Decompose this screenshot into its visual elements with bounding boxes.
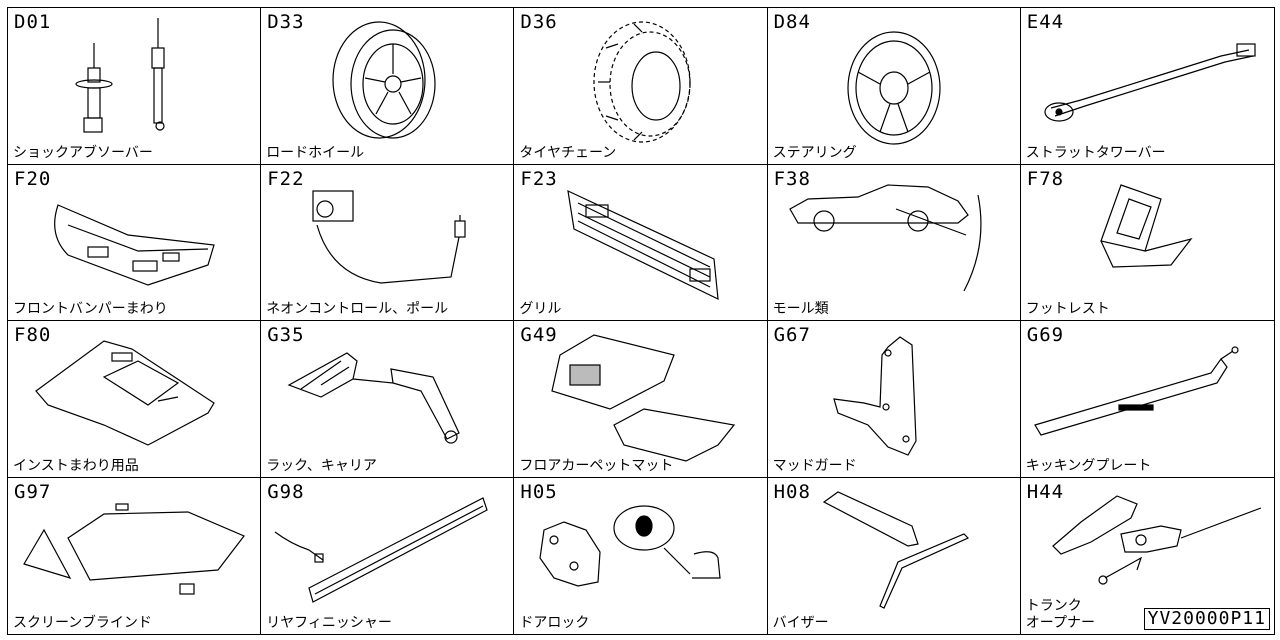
part-label: トランク オープナー [1025,598,1095,631]
part-code: F20 [14,167,52,190]
part-label: グリル [519,301,562,317]
molding-illustration [788,183,982,291]
part-cell-g97[interactable]: G97 スクリーンブラインド [8,477,262,634]
footrest-illustration [1100,183,1193,268]
tire-chain-illustration [593,21,691,143]
part-label: マッドガード [772,457,857,474]
part-cell-e44[interactable]: E44 ストラットタワーバー [1020,8,1274,165]
part-cell-d01[interactable]: D01 ショックアブソーバー [8,8,262,165]
part-code: G49 [520,324,558,346]
kicking-plate-illustration [1033,346,1239,436]
part-code: G67 [773,324,811,346]
part-code: H08 [773,480,811,503]
part-label: インストまわり用品 [13,457,139,474]
part-cell-h05[interactable]: H05 ドアロック [514,477,768,634]
part-label: フロアカーペットマット [519,457,674,474]
part-label: フロントバンパーまわり [13,301,168,317]
part-code: D84 [773,11,811,33]
part-code: H05 [520,480,558,503]
part-code: G97 [14,480,52,503]
part-label: スクリーンブラインド [13,615,152,631]
reference-code: YV20000P11 [1143,608,1270,630]
part-cell-g69[interactable]: G69 キッキングプレート [1020,321,1274,478]
floor-mat-illustration [551,334,736,462]
part-label: ロードホイール [266,144,365,161]
part-label: タイヤチェーン [519,144,617,161]
part-cell-f23[interactable]: F23 グリル [514,164,768,321]
part-label: リヤフィニッシャー [266,615,392,631]
part-label: ネオンコントロール、ポール [266,301,449,317]
road-wheel-illustration [332,21,436,139]
visor-illustration [822,490,969,609]
part-label: フットレスト [1025,301,1110,317]
part-code: F78 [1026,167,1065,190]
part-cell-d36[interactable]: D36 タイヤチェーン [514,8,768,165]
part-label: ストラットタワーバー [1025,144,1166,161]
part-cell-d33[interactable]: D33 ロードホイール [261,8,515,165]
part-cell-f20[interactable]: F20 フロントバンパーまわり [8,164,262,321]
neon-control-pole-illustration [312,189,466,284]
screen-blind-illustration [23,502,245,595]
door-lock-illustration [539,504,722,587]
part-code: D33 [267,11,305,33]
front-bumper-illustration [54,203,215,286]
part-cell-f80[interactable]: F80 インストまわり用品 [8,321,262,478]
part-code: H44 [1026,480,1065,503]
part-cell-f22[interactable]: F22 ネオンコントロール、ポール [261,164,515,321]
part-cell-h08[interactable]: H08 バイザー [768,477,1021,634]
part-code: D01 [14,11,52,33]
shock-absorber-illustration [75,18,165,133]
part-cell-h44[interactable]: H44 トランク オープナー YV20000P11 [1021,478,1274,635]
grille-illustration [567,189,720,300]
rear-finisher-illustration [274,496,488,603]
instrument-panel-accessory-illustration [35,340,215,446]
part-label: キッキングプレート [1025,457,1152,474]
part-code: D36 [520,11,558,33]
part-code: G35 [267,324,305,346]
part-code: E44 [1026,11,1065,33]
part-cell-g67[interactable]: G67 マッドガード [767,321,1021,478]
part-code: F23 [520,167,558,190]
part-code: F38 [773,167,811,190]
part-cell-f38[interactable]: F38 モール類 [767,164,1021,321]
part-cell-f78[interactable]: F78 フットレスト [1020,165,1274,321]
part-cell-g35[interactable]: G35 ラック、キャリア [261,321,515,478]
part-cell-g98[interactable]: G98 リヤフィニッシャー [261,477,515,634]
part-cell-d84[interactable]: D84 ステアリング [767,8,1021,165]
part-code: G69 [1026,324,1065,346]
part-code: G98 [267,480,305,503]
part-label: ラック、キャリア [266,457,377,474]
part-label: ドアロック [519,615,590,631]
part-label: ショックアブソーバー [13,144,153,161]
part-code: F22 [267,167,305,190]
part-cell-g49[interactable]: G49 フロアカーペットマット [514,321,768,478]
part-label: ステアリング [772,144,857,161]
mudguard-illustration [832,336,917,456]
parts-grid: D01 ショックアブソーバー D33 ロードホイール D36 [7,7,1275,635]
part-code: F80 [14,324,52,346]
rack-carrier-illustration [287,352,460,444]
part-label: バイザー [772,615,829,631]
steering-wheel-illustration [846,31,941,145]
trunk-opener-illustration [1051,494,1262,585]
strut-tower-bar-illustration [1044,43,1256,122]
part-label: モール類 [772,301,829,317]
